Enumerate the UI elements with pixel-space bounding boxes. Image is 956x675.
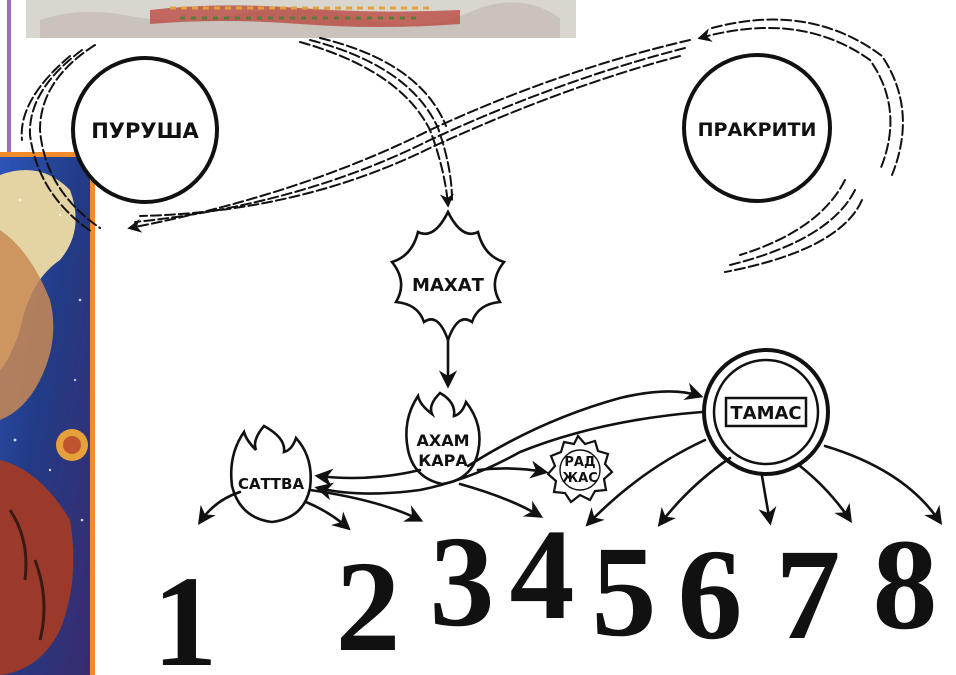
ahamkara-label-1: АХАМ: [416, 431, 469, 450]
orbit-purusha-prakriti: [20, 18, 904, 273]
mahat-node: МАХАТ: [389, 209, 507, 344]
rajas-node: РАД ЖАС: [546, 434, 614, 504]
prakriti-label: ПРАКРИТИ: [698, 119, 817, 141]
mahat-label: МАХАТ: [412, 275, 485, 296]
number-7: 7: [776, 523, 841, 667]
purusha-label: ПУРУША: [91, 119, 199, 143]
rajas-label-1: РАД: [564, 455, 595, 470]
number-3: 3: [430, 510, 495, 654]
prakriti-node: ПРАКРИТИ: [682, 53, 832, 203]
cosmic-illustration: [0, 152, 95, 675]
rajas-label-2: ЖАС: [562, 471, 598, 486]
tamas-label: ТАМАС: [730, 403, 801, 424]
left-frame-edge: [0, 0, 10, 160]
sattva-node: САТТВА: [229, 424, 312, 524]
sattva-label: САТТВА: [238, 475, 305, 493]
number-4: 4: [510, 503, 575, 647]
number-5: 5: [592, 520, 657, 664]
element-numbers: 1 2 3 4 5 6 7 8: [153, 503, 938, 675]
number-1: 1: [153, 550, 218, 675]
tamas-node: ТАМАС: [702, 348, 830, 476]
purusha-node: ПУРУША: [71, 56, 219, 204]
top-decorative-image: [26, 0, 576, 38]
number-8: 8: [873, 513, 938, 657]
number-6: 6: [678, 523, 743, 667]
number-2: 2: [336, 535, 401, 675]
connection-arrows: [197, 382, 943, 531]
ahamkara-label-2: КАРА: [418, 451, 468, 470]
